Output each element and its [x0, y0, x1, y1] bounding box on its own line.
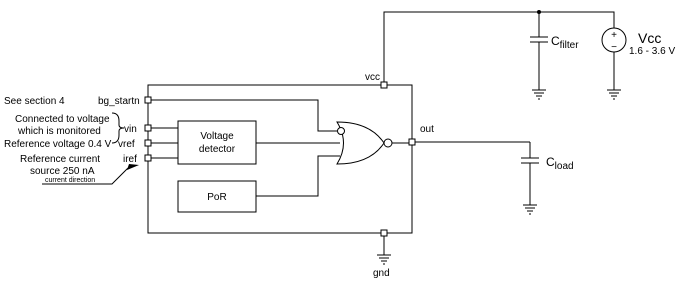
vref-pin-label: vref [118, 139, 135, 150]
por-label: PoR [207, 192, 226, 203]
vcc-minus-sign: − [611, 42, 617, 53]
gnd-pin-label: gnd [373, 268, 390, 279]
bg-startn-wire [151, 99, 337, 132]
annotation-connected-line2: which is monitored [17, 126, 101, 137]
annotation-current-direction: current direction [45, 177, 95, 184]
cload-ground-icon [523, 204, 537, 215]
cfilter-label: Cfilter [551, 34, 579, 51]
gnd-ground-icon [377, 254, 391, 265]
current-direction-arrow-line [42, 167, 129, 185]
vcc-ground-icon [607, 89, 621, 100]
annotation-see-section: See section 4 [4, 96, 65, 107]
voltage-detector-block [177, 120, 257, 165]
vcc-pin [380, 81, 388, 89]
vcc-rail-wire [383, 11, 615, 82]
bg-startn-pin [144, 96, 152, 104]
nor-gate-icon [336, 121, 393, 165]
annotation-ref-current-line2: source 250 nA [30, 166, 95, 177]
annotation-ref-voltage: Reference voltage 0.4 V [4, 139, 112, 150]
connected-brace [111, 112, 125, 144]
por-output-wire [256, 155, 340, 197]
por-block [177, 180, 257, 213]
vin-pin [144, 124, 152, 132]
cfilter-ground-icon [532, 89, 546, 100]
vref-pin [144, 139, 152, 147]
voltage-detector-label-line2: detector [199, 144, 236, 155]
vcc-plus-sign: + [611, 30, 617, 41]
out-pin-label: out [420, 124, 434, 135]
iref-pin [144, 154, 152, 162]
annotation-ref-current-line1: Reference current [20, 154, 100, 165]
current-direction-arrowhead-icon [127, 164, 139, 170]
out-pin [408, 138, 416, 146]
bg-startn-pin-label: bg_startn [98, 96, 140, 107]
vin-pin-label: vin [124, 124, 137, 135]
vcc-range: 1.6 - 3.6 V [629, 46, 675, 57]
cload-label: Cload [546, 155, 574, 172]
gnd-pin [380, 229, 388, 237]
annotation-connected-line1: Connected to voltage [15, 114, 110, 125]
vcc-label: Vcc [638, 30, 661, 46]
voltage-detector-label-line1: Voltage [200, 131, 234, 142]
iref-pin-label: iref [123, 154, 137, 165]
vcc-pin-label: vcc [365, 72, 380, 83]
